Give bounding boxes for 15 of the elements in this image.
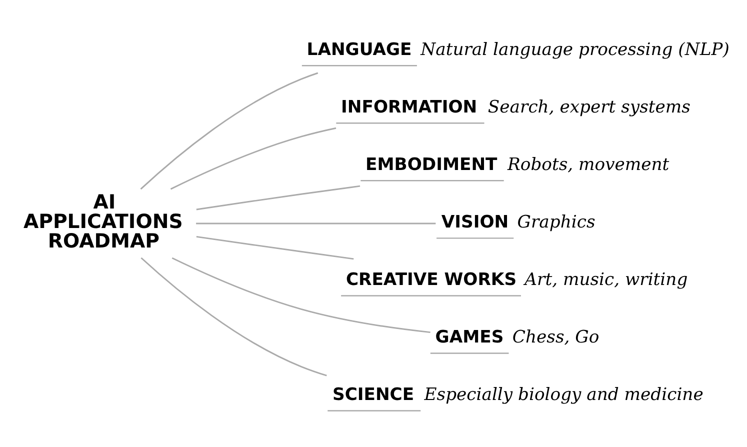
node-text: EMBODIMENT Robots, movement bbox=[366, 154, 670, 175]
node-text: INFORMATION Search, expert systems bbox=[341, 97, 690, 118]
node-text: CREATIVE WORKS Art, music, writing bbox=[346, 270, 688, 290]
node-text: VISION Graphics bbox=[441, 212, 596, 232]
connector bbox=[140, 72, 318, 190]
connector bbox=[196, 185, 360, 210]
node-text: GAMES Chess, Go bbox=[435, 327, 600, 348]
connector bbox=[140, 257, 327, 376]
node-text: SCIENCE Especially biology and medicine bbox=[332, 384, 704, 405]
node-text: LANGUAGE Natural language processing (NLP) bbox=[306, 40, 730, 60]
connector bbox=[170, 127, 336, 190]
node-text: AI APPLICATIONS ROADMAP bbox=[23, 190, 183, 253]
connector bbox=[196, 222, 436, 224]
connector bbox=[196, 236, 354, 260]
connector bbox=[172, 257, 430, 334]
